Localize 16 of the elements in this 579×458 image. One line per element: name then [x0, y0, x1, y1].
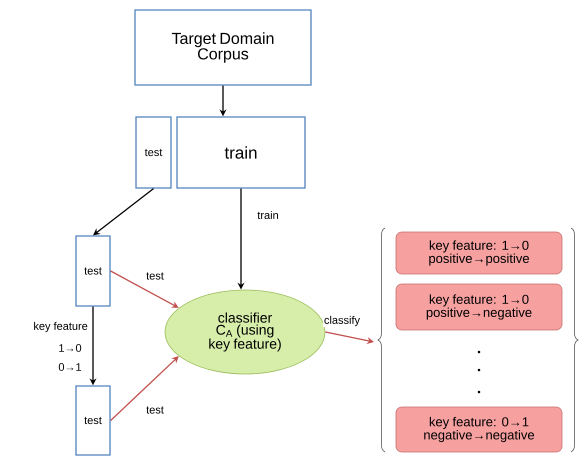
box: test	[75, 385, 111, 456]
edge-label: train	[256, 210, 280, 220]
edge-label: classify	[322, 314, 362, 328]
transition-label: 1→0	[59, 344, 82, 352]
result-box: key feature: 1→0 positive→negative	[396, 284, 562, 330]
arrow	[93, 188, 154, 236]
result-box: key feature: 0→1 negative→negative	[396, 406, 562, 452]
edge-label: test	[145, 405, 165, 415]
box: train	[176, 116, 306, 189]
transition-label: 0→1	[58, 363, 82, 371]
box: test	[75, 235, 111, 307]
edge-label: test	[145, 271, 165, 281]
box: Target Domain Corpus	[134, 9, 312, 86]
box: test	[135, 116, 172, 189]
edge-label: key feature	[32, 320, 89, 334]
result-box: key feature: 1→0 positive→positive	[396, 232, 562, 274]
